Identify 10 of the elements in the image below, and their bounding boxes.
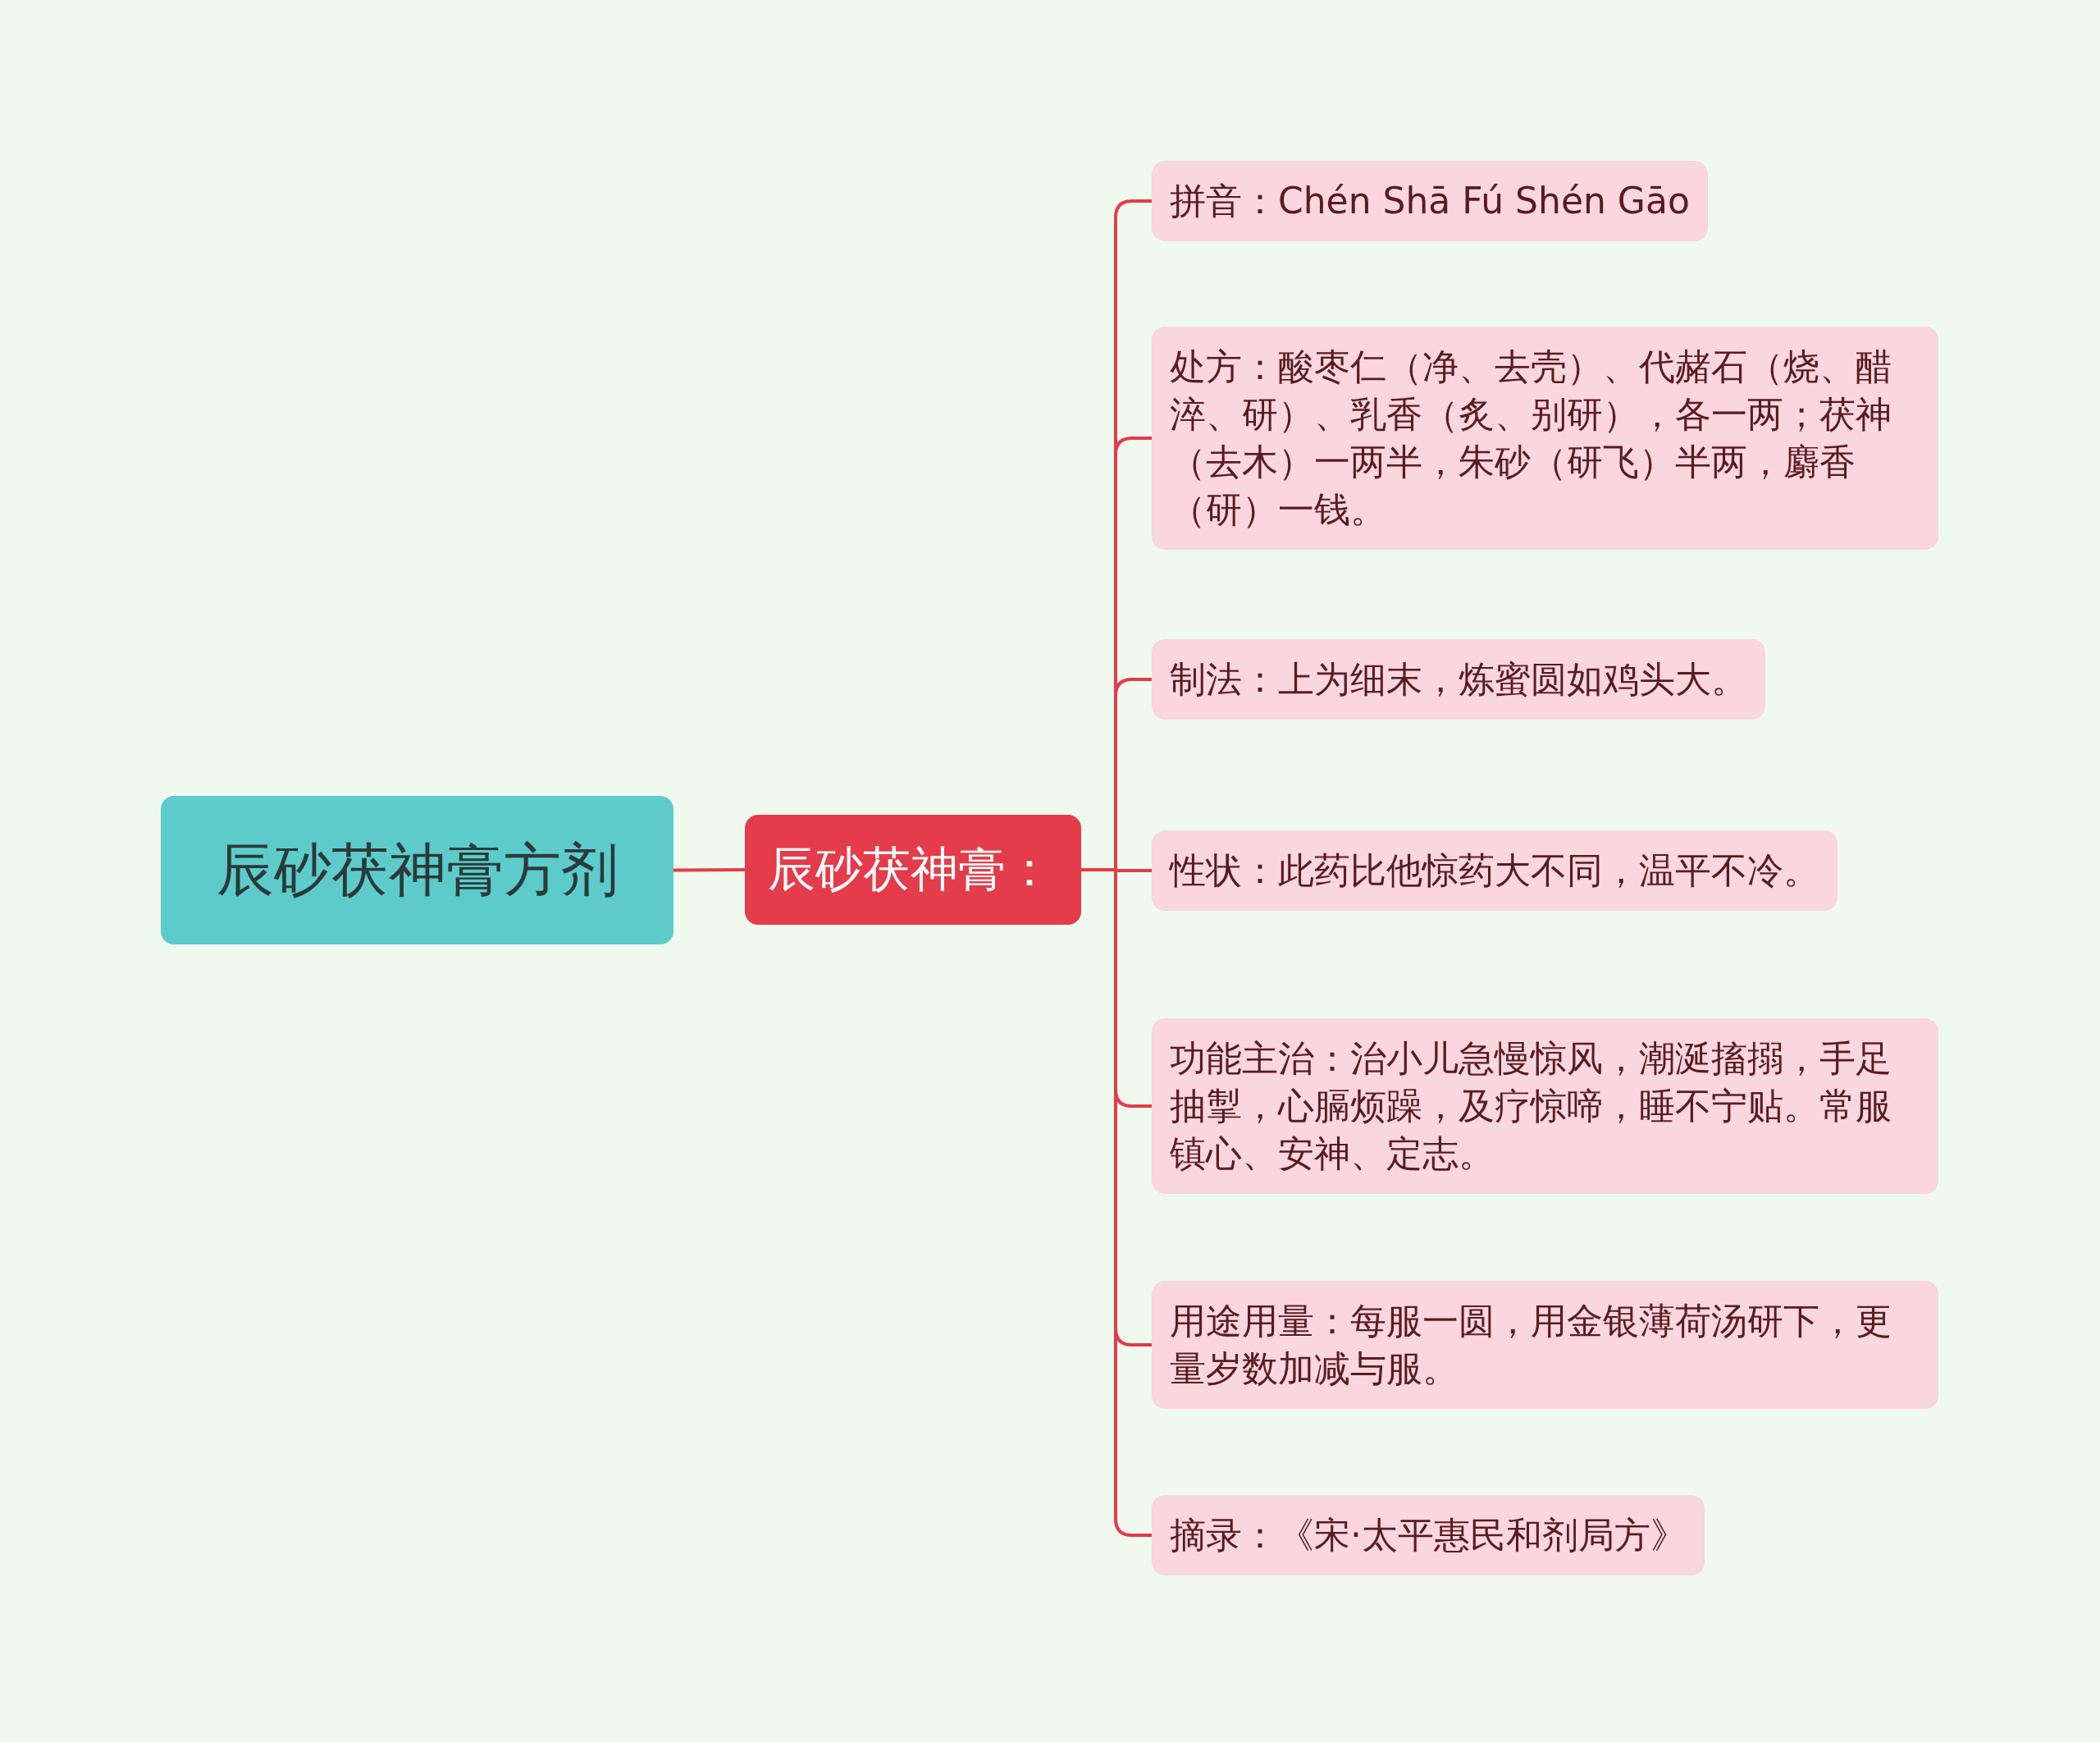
text-box: 性状：此药比他惊药大不同，温平不冷。 bbox=[1152, 830, 1838, 911]
subtopic-box: 辰砂茯神膏： bbox=[745, 815, 1081, 925]
text-box: 用途用量：每服一圆，用金银薄荷汤研下，更量岁数加减与服。 bbox=[1152, 1281, 1938, 1409]
connector bbox=[673, 868, 745, 872]
topic-box: 辰砂茯神膏方剂 bbox=[161, 796, 673, 944]
text-box: 拼音：Chén Shā Fú Shén Gāo bbox=[1152, 161, 1708, 241]
text-box: 功能主治：治小儿急慢惊风，潮涎搐搦，手足抽掣，心膈烦躁，及疗惊啼，睡不宁贴。常服镇心、安神、定志。 bbox=[1152, 1018, 1938, 1194]
text-box: 制法：上为细末，炼蜜圆如鸡头大。 bbox=[1152, 639, 1765, 720]
text-box: 处方：酸枣仁（净、去壳）、代赭石（烧、醋淬、研）、乳香（炙、别研），各一两；茯神（去木）一两半，朱砂（研飞）半两，麝香（研）一钱。 bbox=[1152, 327, 1938, 550]
text-box: 摘录：《宋·太平惠民和剂局方》 bbox=[1152, 1495, 1705, 1575]
